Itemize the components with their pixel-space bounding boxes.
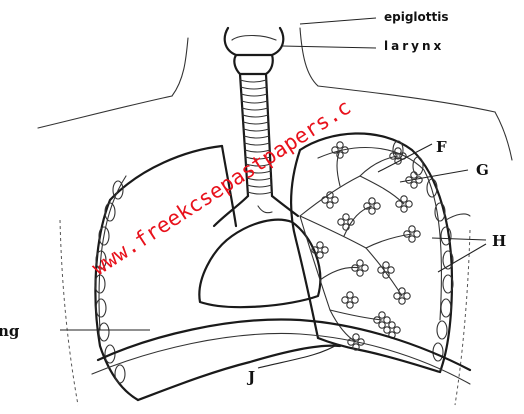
trachea-ring [240,80,266,82]
bronchiole [360,176,404,204]
alveolus [388,267,394,273]
larynx-epiglottis [225,28,284,74]
alveolus [411,182,417,188]
trachea-ring [247,185,271,187]
alveolus [379,322,385,328]
alveolus [414,231,420,237]
h-bracket-mark [446,214,470,220]
alveolus [317,242,323,248]
alveolus [343,214,349,220]
trachea-ring [244,136,269,138]
label-pointers [60,18,486,368]
alveolus [374,203,380,209]
label-larynx: larynx [384,39,444,53]
bronchiole [300,176,360,216]
trachea-ring [243,122,268,124]
alveolus [337,152,343,158]
alveolus [384,327,390,333]
label-G: G [476,161,489,179]
alveolus [357,270,363,276]
alveolus [362,265,368,271]
alveolus [409,226,415,232]
label-epiglottis: epiglottis [384,10,449,24]
label-J: J [246,368,255,386]
alveolus [332,197,338,203]
trachea-ring [241,87,267,89]
body-outline [38,28,512,405]
rib-segment [441,299,451,317]
rib-segment [115,365,125,383]
alveolus [383,262,389,268]
alveolus [322,247,328,253]
alveolus [406,201,412,207]
alveolus [347,302,353,308]
alveolus [389,322,395,328]
lung-right-detailed [291,133,453,372]
trachea-ring [248,192,272,194]
rib-segment [437,321,447,339]
label-F: F [436,138,447,156]
alveolus [396,201,402,207]
alveolus [338,219,344,225]
alveolus [369,198,375,204]
trachea-ring [244,129,269,131]
label-H: H [492,232,506,250]
trachea-ring [242,101,268,103]
alveolus [379,312,385,318]
bronchiole [320,268,360,281]
bronchiole [337,150,340,186]
alveolus [399,288,405,294]
trachea-ring [241,94,267,96]
alveolus [369,208,375,214]
alveolus [357,260,363,266]
bronchi [214,196,298,226]
alveolus [378,267,384,273]
alveolus [409,236,415,242]
diaphragm [92,319,470,384]
alveolus [394,293,400,299]
alveolus [317,252,323,258]
alveolus [327,202,333,208]
rib-segment [99,323,109,341]
alveolus [353,334,359,340]
alveolus [337,142,343,148]
alveolus [399,298,405,304]
alveolus [401,206,407,212]
alveolus [401,196,407,202]
alveolus [404,293,410,299]
alveolus [347,292,353,298]
rib-segment [96,299,106,317]
alveolus [394,327,400,333]
rib-segment [433,343,443,361]
label-lung-partial: ng [0,322,20,340]
trachea-ring [243,115,268,117]
trachea-ring [242,108,267,110]
rib-segment [413,157,423,175]
alveolus [352,297,358,303]
alveolus [384,317,390,323]
alveolus [342,297,348,303]
